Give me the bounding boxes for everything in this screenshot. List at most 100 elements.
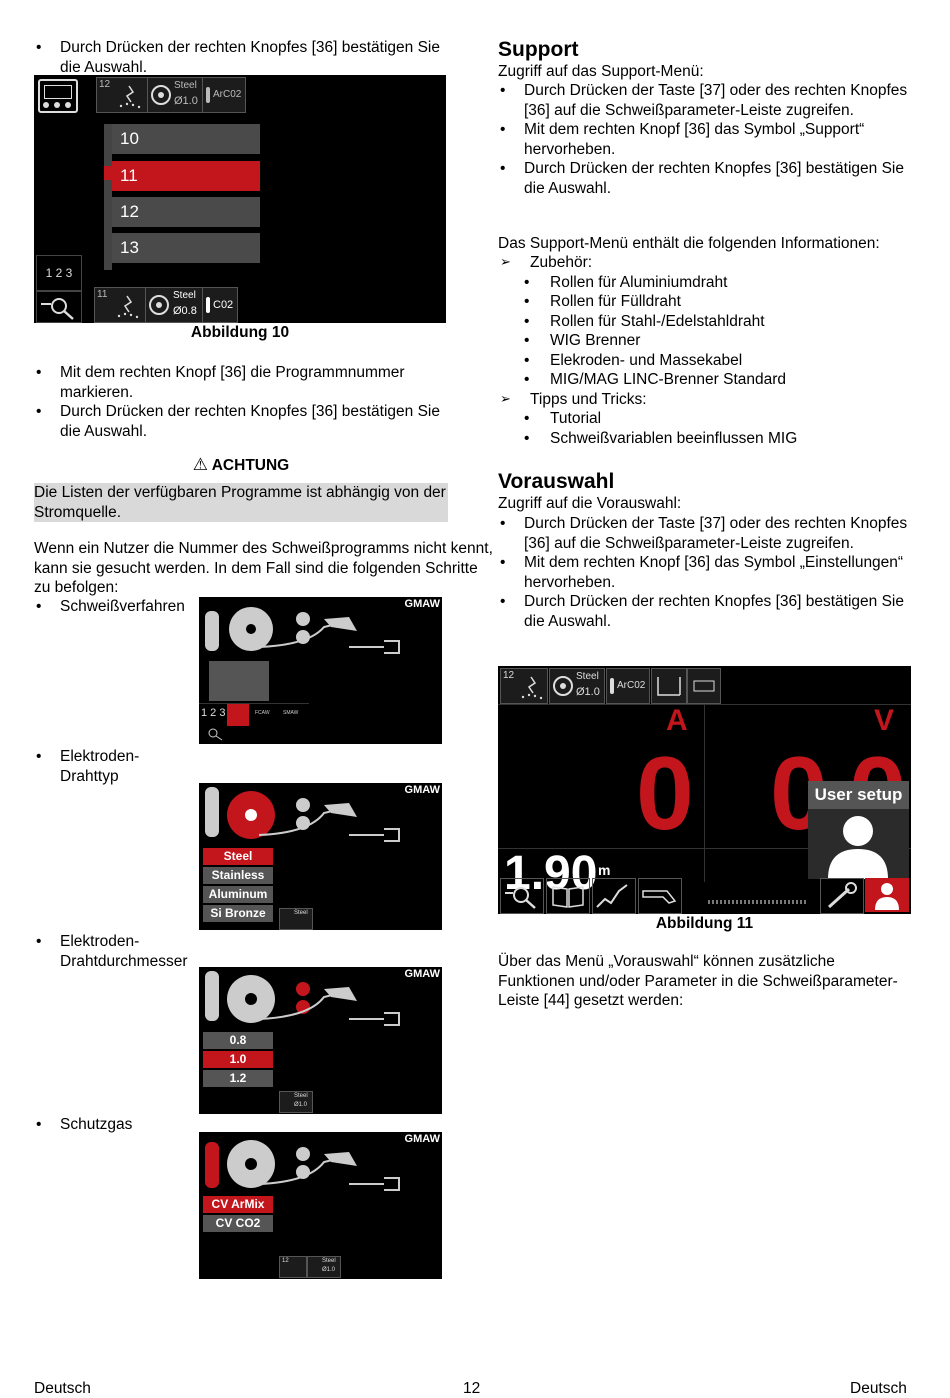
amp-value: 0	[636, 736, 694, 852]
program-tile: 12	[96, 77, 148, 113]
wire-spool-icon	[149, 295, 169, 315]
mig-icon-selected[interactable]	[227, 704, 249, 726]
group-items: Tutorial Schweißvariablen beeinflussen M…	[498, 409, 918, 448]
search-icon[interactable]	[201, 725, 225, 741]
program-number-icon[interactable]: 1 2 3	[201, 707, 226, 719]
vorauswahl-steps: Durch Drücken der Taste [37] oder des re…	[498, 514, 908, 631]
monitor-icon	[38, 79, 78, 113]
gas-cylinder-icon	[206, 297, 210, 313]
wire-spool-icon	[151, 85, 171, 105]
wire-feeder-illustration	[205, 1140, 400, 1191]
diameter-option-selected[interactable]: 1.0	[203, 1051, 273, 1068]
section-title-vorauswahl: Vorauswahl	[498, 470, 615, 493]
user-setup-icon[interactable]	[865, 878, 909, 912]
mig-torch-icon	[521, 676, 543, 700]
list-item: Durch Drücken der rechten Knopfes [36] b…	[498, 159, 908, 198]
program-tile: 12	[500, 668, 548, 704]
amp-label: A	[666, 704, 688, 737]
search-icon[interactable]	[500, 878, 544, 914]
footer-language-left: Deutsch	[34, 1380, 91, 1397]
support-book-icon[interactable]	[546, 878, 590, 914]
usb-icon[interactable]	[687, 668, 721, 704]
wire-type-option[interactable]: Aluminum	[203, 886, 273, 903]
gas-cylinder-icon	[610, 678, 614, 694]
list-item: Durch Drücken der rechten Knopfes [36] b…	[34, 402, 444, 441]
wire-tile-mini: Steel Ø1.0	[307, 1256, 341, 1278]
list-item: Mit dem rechten Knopf [36] das Symbol „S…	[498, 120, 908, 159]
process-screen: GMAW 1 2 3 FCAW SMAW	[199, 597, 442, 744]
group-items: Rollen für Aluminiumdraht Rollen für Fül…	[498, 273, 918, 390]
step-label: Elektroden-Drahtdurchmesser	[34, 932, 199, 971]
torch-icon[interactable]	[638, 878, 682, 914]
vorauswahl-intro: Zugriff auf die Vorauswahl:	[498, 495, 682, 512]
wire-tile-mini: Steel	[279, 908, 313, 930]
mig-process-icon[interactable]	[209, 661, 269, 701]
user-setup-popup[interactable]	[808, 809, 909, 879]
program-tile-bottom: 11	[94, 287, 146, 323]
figure-10-screen: 12 Steel Ø1.0 ArC02 10 11 12 13 1 2 3 11	[34, 75, 446, 323]
wire-tile: Steel Ø1.0	[549, 668, 605, 704]
mig-torch-icon	[119, 85, 141, 109]
group-title: Tipps und Tricks:	[498, 390, 918, 410]
list-item: Durch Drücken der rechten Knopfes [36] b…	[498, 592, 908, 631]
section-title-support: Support	[498, 38, 579, 61]
figure-caption: Abbildung 10	[190, 324, 290, 341]
trigger-mode-icon[interactable]	[651, 668, 687, 704]
diameter-option[interactable]: 0.8	[203, 1032, 273, 1049]
gas-tile: ArC02	[202, 77, 246, 113]
shielding-gas-screen: GMAW CV ArMix CV CO2 12 Steel Ø1.0	[199, 1132, 442, 1279]
list-item: Durch Drücken der Taste [37] oder des re…	[498, 514, 908, 553]
support-info-list: Zubehör: Rollen für Aluminiumdraht Rolle…	[498, 253, 918, 448]
diameter-option[interactable]: 1.2	[203, 1070, 273, 1087]
list-item: Elekroden- und Massekabel	[498, 351, 918, 371]
wire-type-option[interactable]: Si Bronze	[203, 905, 273, 922]
list-item: Mit dem rechten Knopf [36] das Symbol „E…	[498, 553, 908, 592]
support-intro: Zugriff auf das Support-Menü:	[498, 63, 704, 80]
wire-feeder-illustration	[205, 971, 400, 1026]
user-icon	[828, 816, 888, 879]
program-number-icon[interactable]: 1 2 3	[36, 255, 82, 291]
gas-cylinder-icon	[206, 87, 210, 103]
process-toolbar: 1 2 3 FCAW SMAW	[199, 703, 309, 726]
figure-caption: Abbildung 11	[655, 915, 754, 932]
support-steps: Durch Drücken der Taste [37] oder des re…	[498, 81, 908, 198]
program-tile-mini: 12	[279, 1256, 307, 1278]
list-item[interactable]: 13	[112, 233, 260, 263]
gas-option-selected[interactable]: CV ArMix	[203, 1196, 273, 1213]
wfs-unit: m	[598, 862, 611, 878]
list-item: Durch Drücken der rechten Knopfes [36] b…	[34, 38, 444, 77]
wire-feeder-illustration	[205, 787, 400, 842]
wire-type-option-selected[interactable]: Steel	[203, 848, 273, 865]
list-item: MIG/MAG LINC-Brenner Standard	[498, 370, 918, 390]
list-item: Schweißvariablen beeinflussen MIG	[498, 429, 918, 449]
list-item: Mit dem rechten Knopf [36] die Programmn…	[34, 363, 444, 402]
wire-diameter-screen: GMAW 0.8 1.0 1.2 Steel Ø1.0	[199, 967, 442, 1114]
wire-feeder-illustration	[205, 607, 400, 654]
gas-tile: ArC02	[606, 668, 650, 704]
search-icon[interactable]	[36, 291, 82, 323]
wrench-icon[interactable]	[820, 878, 864, 914]
gas-tile-bottom: C02	[202, 287, 238, 323]
warning-icon: ⚠	[192, 455, 208, 475]
wire-tile-mini: Steel Ø1.0	[279, 1091, 313, 1113]
user-setup-popup-title: User setup	[808, 781, 909, 809]
gas-option[interactable]: CV CO2	[203, 1215, 273, 1232]
figure-11-screen: 12 Steel Ø1.0 ArC02 A V 0 0.0 1.90 m Use…	[498, 666, 911, 914]
wire-spool-icon	[553, 676, 573, 696]
step-label: Elektroden-Drahttyp	[34, 747, 174, 786]
warning-heading: ⚠ ACHTUNG	[192, 455, 290, 475]
wire-type-option[interactable]: Stainless	[203, 867, 273, 884]
page-number: 12	[463, 1380, 481, 1397]
warning-box: Die Listen der verfügbaren Programme ist…	[34, 483, 448, 522]
scrollbar[interactable]	[104, 124, 112, 270]
list-item: Rollen für Fülldraht	[498, 292, 918, 312]
wire-tile-bottom: Steel Ø0.8	[145, 287, 203, 323]
list-item[interactable]: 12	[112, 197, 260, 227]
list-item: Rollen für Aluminiumdraht	[498, 273, 918, 293]
vorauswahl-outro: Über das Menü „Vorauswahl“ können zusätz…	[498, 953, 898, 1009]
list-item-selected[interactable]: 11	[112, 161, 260, 191]
weld-graph-icon[interactable]	[592, 878, 636, 914]
list-item[interactable]: 10	[112, 124, 260, 154]
step-label: Schutzgas	[34, 1115, 199, 1135]
list-item: Tutorial	[498, 409, 918, 429]
